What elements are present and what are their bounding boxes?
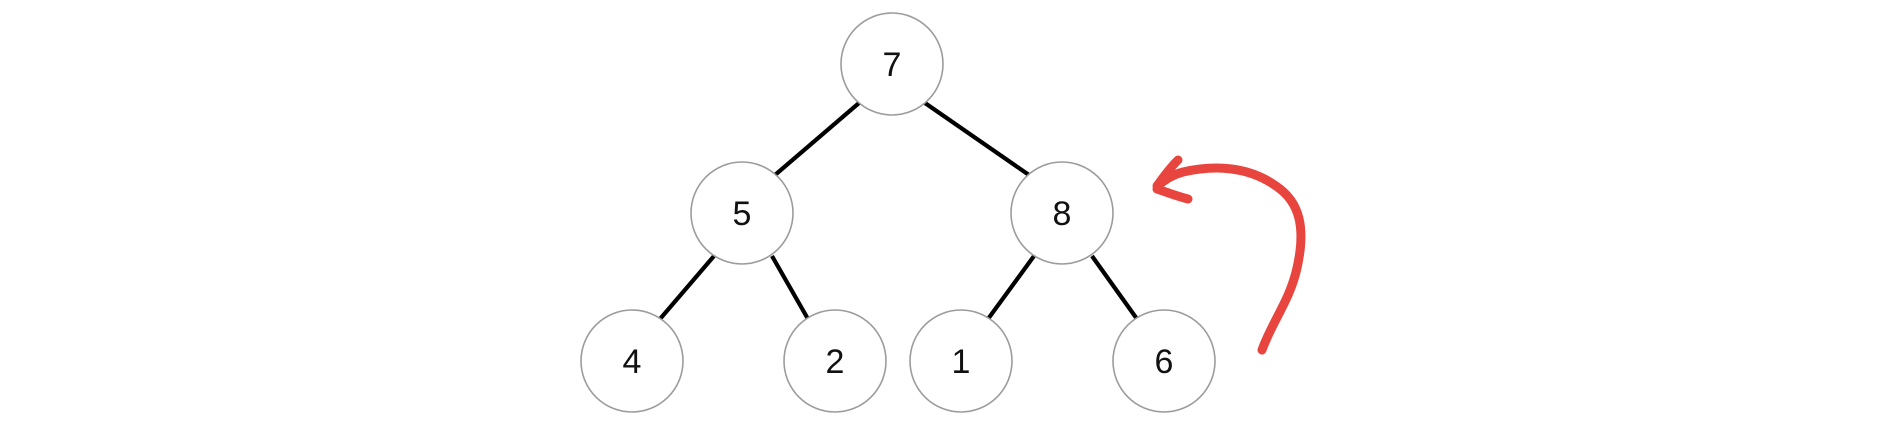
red-curved-arrow-arrow-body (1153, 163, 1306, 355)
red-curved-arrow-arrow-head-upper (1152, 155, 1183, 191)
tree-node-4-circle[interactable] (580, 309, 684, 413)
tree-node-1[interactable]: 1 (909, 309, 1013, 413)
tree-node-2[interactable]: 2 (783, 309, 887, 413)
annotation-group (1152, 155, 1306, 355)
tree-node-6[interactable]: 6 (1112, 309, 1216, 413)
tree-node-1-label: 1 (952, 343, 971, 381)
tree-node-5-label: 5 (733, 195, 752, 233)
tree-node-2-label: 2 (826, 343, 845, 381)
tree-node-4-label: 4 (623, 343, 642, 381)
tree-node-4[interactable]: 4 (580, 309, 684, 413)
tree-edges-group (658, 101, 1139, 321)
tree-edge-5-4 (658, 254, 716, 321)
tree-node-5[interactable]: 5 (690, 161, 794, 265)
tree-node-7-label: 7 (883, 46, 902, 84)
tree-node-8-circle[interactable] (1010, 161, 1114, 265)
tree-node-8-label: 8 (1053, 195, 1072, 233)
tree-nodes-group: 7 5 8 4 2 1 6 (580, 12, 1216, 413)
tree-node-5-circle[interactable] (690, 161, 794, 265)
tree-node-2-circle[interactable] (783, 309, 887, 413)
tree-edge-7-5 (773, 101, 861, 177)
tree-edge-8-1 (986, 254, 1036, 321)
tree-node-1-circle[interactable] (909, 309, 1013, 413)
tree-node-6-circle[interactable] (1112, 309, 1216, 413)
tree-node-7-circle[interactable] (840, 12, 944, 116)
tree-node-6-label: 6 (1155, 343, 1174, 381)
tree-edge-5-2 (770, 254, 810, 321)
tree-edge-7-8 (923, 101, 1031, 177)
tree-edge-8-6 (1090, 254, 1139, 321)
tree-node-8[interactable]: 8 (1010, 161, 1114, 265)
red-curved-arrow-arrow-head-lower (1152, 184, 1193, 204)
tree-node-7[interactable]: 7 (840, 12, 944, 116)
